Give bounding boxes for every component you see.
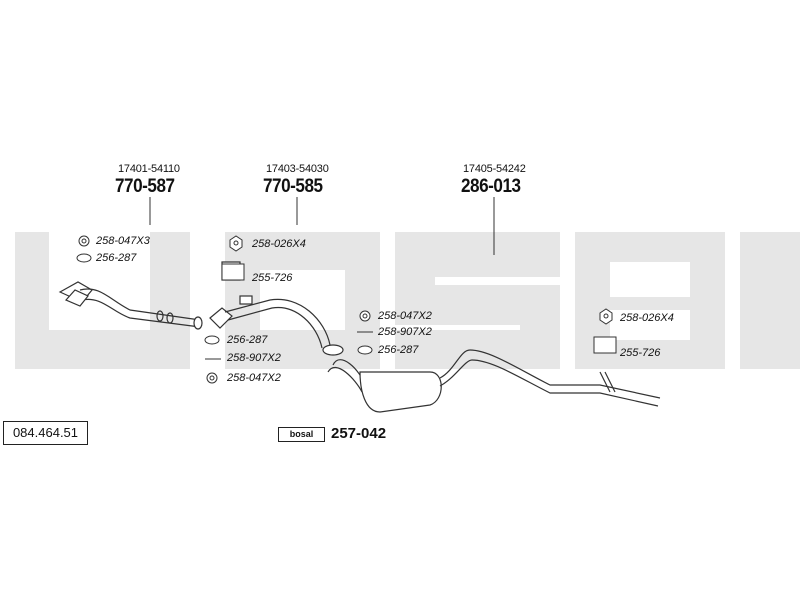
label-tail-hanger[interactable]: 255-726 (620, 347, 661, 359)
label-rear-gasket[interactable]: 256-287 (378, 344, 419, 356)
catalog-reference: 084.464.51 (3, 421, 88, 445)
oem-number-front-pipe: 17401-54110 (118, 163, 180, 175)
oem-number-rear-silencer: 17405-54242 (463, 163, 526, 175)
label-mid-nut[interactable]: 258-026X4 (252, 238, 306, 250)
label-front-nut[interactable]: 258-047X3 (96, 235, 150, 247)
label-tail-nut[interactable]: 258-026X4 (620, 312, 674, 324)
label-front-gasket[interactable]: 256-287 (96, 252, 137, 264)
oem-number-mid-pipe: 17403-54030 (266, 163, 329, 175)
part-number-rear-silencer[interactable]: 286-013 (461, 176, 521, 197)
part-number-mid-pipe[interactable]: 770-585 (263, 176, 323, 197)
part-number-front-pipe[interactable]: 770-587 (115, 176, 175, 197)
label-mid-gasket[interactable]: 256-287 (227, 334, 268, 346)
label-mid-hanger[interactable]: 255-726 (252, 272, 293, 284)
label-rear-nut[interactable]: 258-047X2 (378, 310, 432, 322)
kit-part-number[interactable]: 257-042 (331, 425, 387, 442)
label-mid-nut2[interactable]: 258-047X2 (227, 372, 281, 384)
label-rear-spring[interactable]: 258-907X2 (378, 326, 432, 338)
bosal-kit-badge: bosal (278, 427, 325, 442)
label-mid-spring[interactable]: 258-907X2 (227, 352, 281, 364)
